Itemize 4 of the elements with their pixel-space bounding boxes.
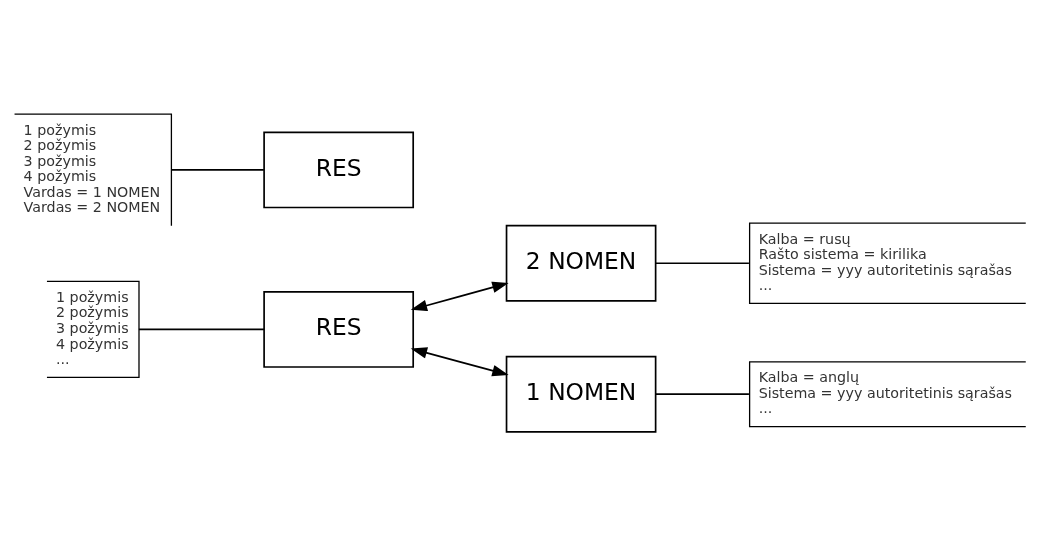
node-text: Kalba = anglų Sistema = yyy autoritetinis sąrašas ... (758, 369, 1012, 417)
node-text: 1 požymis 2 požymis 3 požymis 4 požymis Vardas = 1 NOMEN Vardas = 2 NOMEN (23, 121, 161, 216)
node-text: 1 požymis 2 požymis 3 požymis 4 požymis ... (56, 288, 129, 368)
node-text: Kalba = rusų Rašto sistema = kirilika Sistema = yyy autoritetinis sąrašas ... (758, 230, 1012, 294)
